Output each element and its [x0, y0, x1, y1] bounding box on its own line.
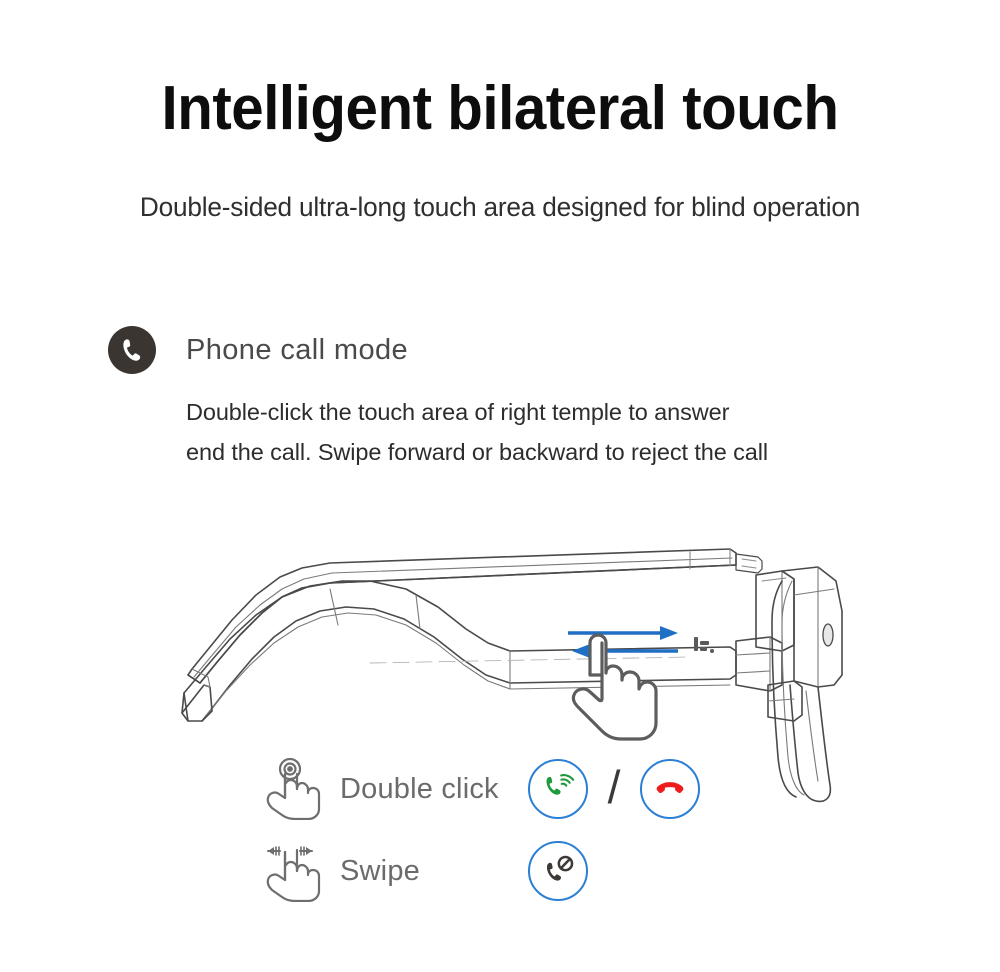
page-title: Intelligent bilateral touch	[161, 74, 839, 143]
page-subtitle: Double-sided ultra-long touch area desig…	[139, 192, 861, 222]
phone-call-mode-block: Phone call mode Double-click the touch a…	[108, 326, 948, 473]
pointing-hand-icon	[571, 633, 658, 741]
separator-slash: /	[607, 761, 621, 813]
arrow-left-icon	[572, 644, 678, 658]
legend-row: Double click /	[258, 748, 778, 830]
temple-logo-mark	[694, 637, 714, 653]
answer-call-icon	[528, 759, 588, 819]
mode-header: Phone call mode	[108, 326, 948, 374]
reject-call-icon	[528, 841, 588, 901]
phone-handset-icon	[108, 326, 156, 374]
swipe-hand-icon	[258, 840, 332, 902]
smart-glasses-illustration	[170, 525, 870, 825]
legend-label: Double click	[340, 772, 499, 805]
legend-row: Swipe	[258, 830, 778, 912]
legend-label: Swipe	[340, 854, 420, 887]
mode-description: Double-click the touch area of right tem…	[186, 399, 768, 466]
legend-icon-group	[528, 841, 588, 901]
mode-title: Phone call mode	[186, 333, 409, 366]
end-call-icon	[640, 759, 700, 819]
double-tap-hand-icon	[258, 758, 332, 820]
gesture-legend: Double click /	[258, 748, 778, 912]
arrow-right-icon	[568, 626, 678, 640]
legend-icon-group: /	[528, 759, 700, 819]
